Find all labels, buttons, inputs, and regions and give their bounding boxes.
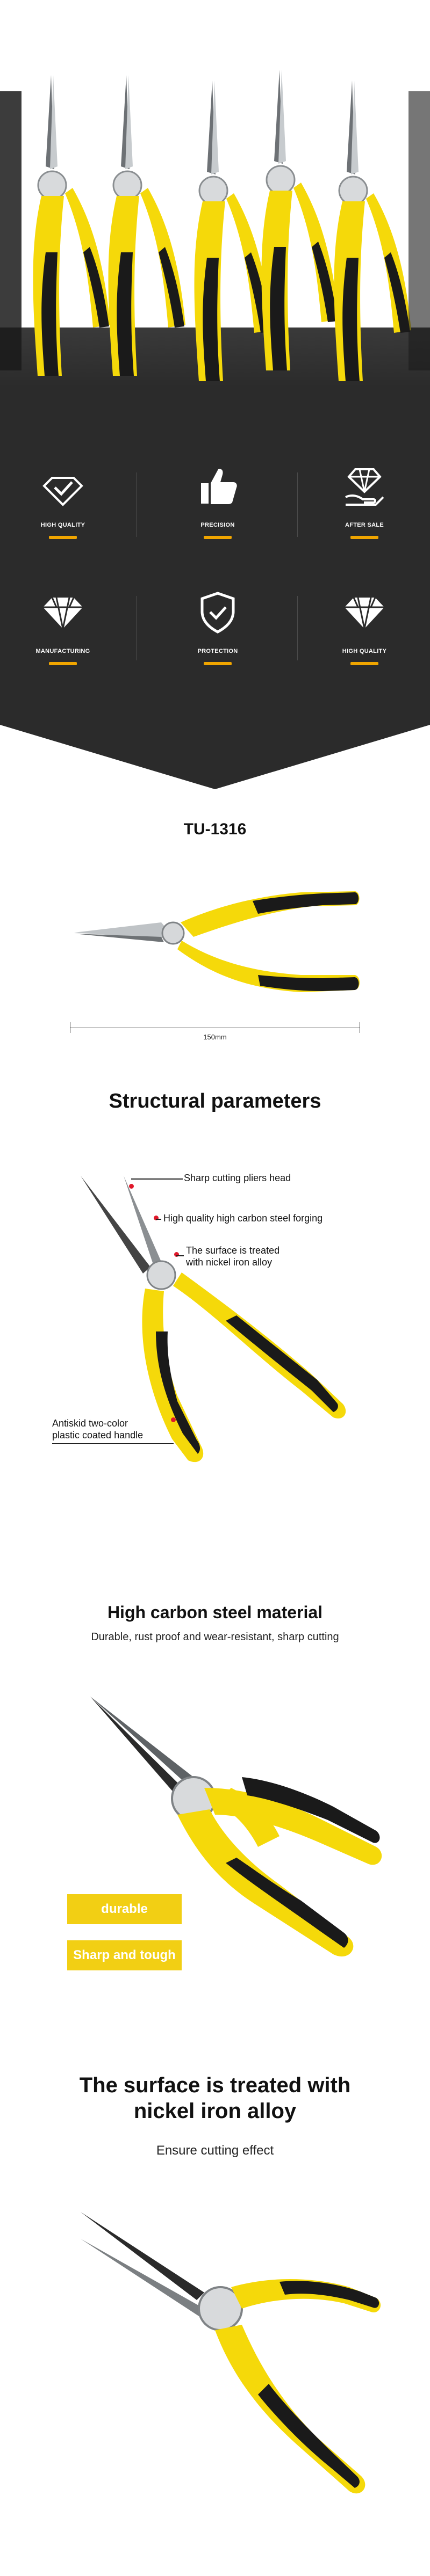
feature-label: PRECISION (200, 522, 235, 528)
pliers-side-view-image (74, 891, 360, 992)
callout-line (131, 1178, 183, 1180)
diamond-icon (345, 597, 384, 629)
hero-banner (0, 0, 430, 387)
callout-dot (129, 1184, 134, 1189)
badge-durable: durable (67, 1894, 182, 1924)
thumbs-up-icon (201, 469, 237, 504)
diamond-icon (43, 597, 83, 629)
callout-line (52, 1443, 174, 1444)
diamond-hand-icon (345, 468, 384, 506)
pliers-surface-image (81, 2212, 381, 2494)
feature-accent-bar (49, 536, 77, 539)
callout-antiskid-handle: Antiskid two-color plastic coated handle (52, 1418, 144, 1440)
feature-label: HIGH QUALITY (40, 522, 85, 528)
feature-accent-bar (204, 536, 232, 539)
feature-label: PROTECTION (197, 648, 238, 654)
divider (297, 472, 298, 537)
section-chevron (0, 719, 430, 789)
callout-line (156, 1219, 161, 1220)
feature-manufacturing: MANUFACTURING (9, 588, 117, 665)
pliers-structure-image (81, 1176, 346, 1462)
pliers-material-image (90, 1697, 382, 1957)
feature-after-sale: AFTER SALE (311, 462, 418, 539)
feature-accent-bar (204, 662, 232, 665)
callout-dot (171, 1417, 176, 1422)
hero-pliers-image (0, 69, 430, 382)
material-subtitle: Durable, rust proof and wear-resistant, … (91, 1631, 339, 1643)
badge-sharp-tough: Sharp and tough (67, 1940, 182, 1970)
shield-check-icon (200, 592, 235, 634)
feature-label: AFTER SALE (345, 522, 384, 528)
feature-accent-bar (350, 662, 378, 665)
callout-dot (174, 1252, 179, 1257)
callout-dot (154, 1216, 159, 1220)
callout-nickel-iron: The surface is treated with nickel iron … (186, 1245, 280, 1268)
feature-label: HIGH QUALITY (342, 648, 387, 654)
feature-accent-bar (49, 662, 77, 665)
feature-label: MANUFACTURING (35, 648, 90, 654)
callout-steel-forging: High quality high carbon steel forging (163, 1213, 323, 1224)
surface-subtitle: Ensure cutting effect (156, 2143, 274, 2158)
divider (136, 596, 137, 660)
divider (297, 596, 298, 660)
length-dimension: 150mm (70, 1020, 360, 1041)
feature-precision: PRECISION (164, 462, 271, 539)
feature-high-quality: HIGH QUALITY (9, 462, 117, 539)
structure-title: Structural parameters (109, 1090, 321, 1112)
features-section: HIGH QUALITY PRECISION AFTER SALE (0, 387, 430, 784)
callout-line (176, 1255, 184, 1256)
diamond-check-icon (42, 477, 83, 506)
surface-title: The surface is treated with nickel iron … (79, 2073, 351, 2123)
callout-cutting-head: Sharp cutting pliers head (184, 1173, 291, 1183)
feature-accent-bar (350, 536, 378, 539)
model-title: TU-1316 (183, 820, 247, 838)
length-label: 150mm (203, 1033, 227, 1041)
feature-high-quality-2: HIGH QUALITY (311, 588, 418, 665)
feature-protection: PROTECTION (164, 588, 271, 665)
material-title: High carbon steel material (107, 1603, 323, 1622)
divider (136, 472, 137, 537)
